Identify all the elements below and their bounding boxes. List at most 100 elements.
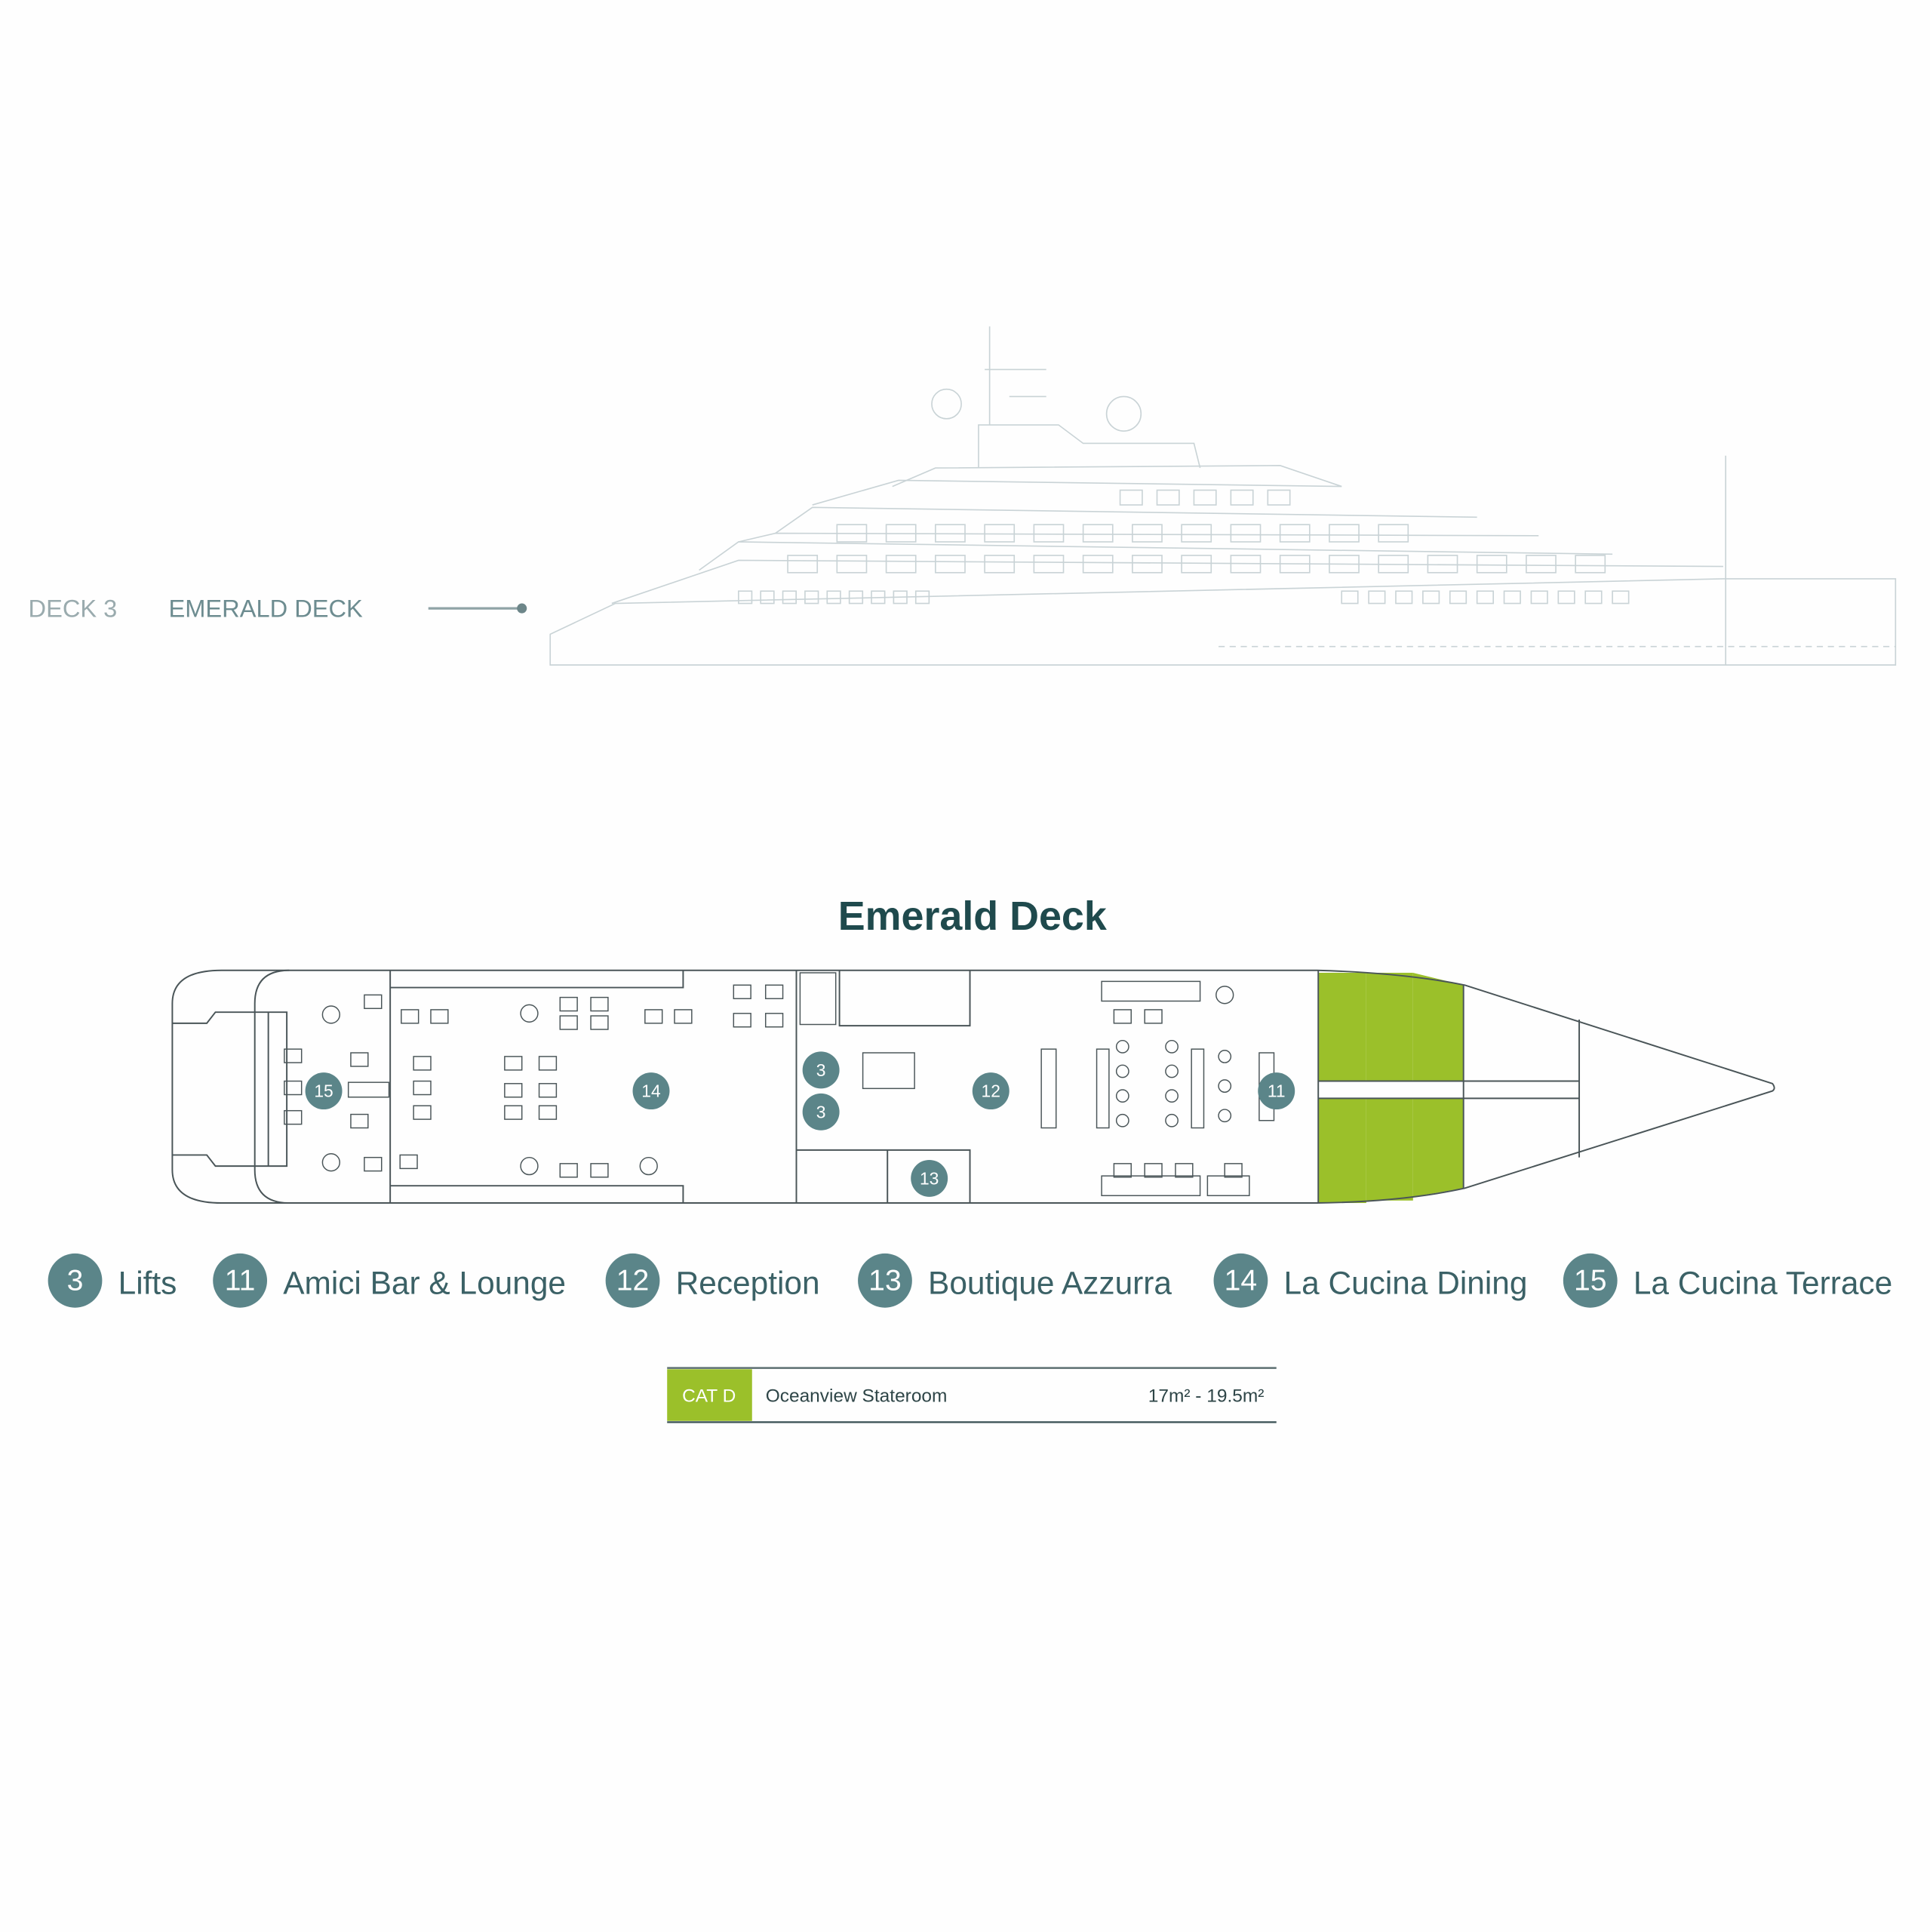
ship-window [1033, 555, 1065, 574]
ship-window [787, 555, 819, 574]
ship-window [885, 524, 917, 543]
seating [364, 1156, 383, 1172]
seating [538, 1056, 558, 1071]
seating [1224, 1163, 1243, 1178]
deck-name: EMERALD DECK [168, 595, 363, 623]
seating [401, 1009, 419, 1024]
lounge-chair [1218, 1050, 1232, 1063]
cabin[interactable] [1366, 972, 1413, 1081]
legend-number: 11 [225, 1264, 256, 1297]
seating [413, 1056, 432, 1071]
ship-window [1156, 489, 1180, 506]
seating [1113, 1163, 1132, 1178]
lounge-chair [1165, 1113, 1179, 1128]
ship-window [1181, 524, 1212, 543]
category-name: Oceanview Stateroom [766, 1386, 948, 1407]
marker-number: 13 [920, 1168, 939, 1188]
ship-window [1181, 555, 1212, 574]
ship-window [1329, 524, 1360, 543]
marker-number: 3 [816, 1060, 826, 1080]
ship-window [1575, 555, 1606, 574]
marker-number: 11 [1268, 1081, 1286, 1101]
seating [364, 994, 383, 1010]
deck-plan [171, 969, 1775, 1204]
lounge-chair [1165, 1039, 1179, 1054]
marker[interactable]: 15 [305, 1072, 343, 1110]
seating [430, 1009, 449, 1024]
seating [538, 1105, 558, 1120]
category-code: CAT D [682, 1386, 736, 1407]
ship-window [914, 590, 930, 605]
marker-number: 15 [314, 1081, 333, 1101]
ship-window [1279, 524, 1311, 543]
ship-window [1279, 555, 1311, 574]
cabin[interactable] [1412, 972, 1464, 1081]
cabin[interactable] [1366, 1098, 1413, 1201]
lounge-chair [1165, 1089, 1179, 1103]
seating [399, 1154, 418, 1170]
seating [674, 1009, 693, 1024]
legend-label: Reception [676, 1266, 820, 1301]
ship-window [738, 590, 753, 605]
ship-window [804, 590, 819, 605]
marker[interactable]: 3 [802, 1051, 840, 1089]
legend-item-amici-bar: 11 Amici Bar & Lounge [213, 1253, 566, 1308]
ship-window [1476, 590, 1495, 605]
legend-label: Boutique Azzurra [928, 1266, 1172, 1301]
seating [590, 996, 609, 1012]
cabins [1318, 972, 1464, 1204]
seating [284, 1080, 303, 1096]
seating [413, 1105, 432, 1120]
seating [1175, 1163, 1194, 1178]
ship-window [1503, 590, 1521, 605]
cabin[interactable] [1318, 1098, 1366, 1204]
seating [733, 984, 751, 999]
legend-label: La Cucina Terrace [1633, 1266, 1892, 1301]
seating [504, 1105, 523, 1120]
legend-label: Amici Bar & Lounge [283, 1266, 566, 1301]
ship-window [1329, 555, 1360, 574]
seating [733, 1013, 751, 1028]
deck-pointer-dot [517, 603, 527, 614]
ship-window [1082, 524, 1114, 543]
category-swatch [667, 1369, 752, 1421]
lounge-chair [1218, 1109, 1232, 1123]
marker[interactable]: 12 [972, 1072, 1010, 1110]
marker[interactable]: 11 [1258, 1072, 1295, 1110]
round-table [321, 1153, 340, 1172]
marker-number: 3 [816, 1102, 826, 1121]
ship-window [1033, 524, 1065, 543]
seating [284, 1048, 303, 1063]
plan-title: Emerald Deck [838, 894, 1107, 939]
marker[interactable]: 14 [632, 1072, 670, 1110]
cabin[interactable] [1318, 972, 1366, 1081]
seating [559, 996, 578, 1012]
ship-window [1267, 489, 1291, 506]
ship-window [1230, 555, 1262, 574]
round-table [520, 1004, 539, 1023]
category-size: 17m² - 19.5m² [1148, 1386, 1265, 1407]
lounge-chair [1115, 1089, 1129, 1103]
legend-label: Lifts [118, 1266, 177, 1301]
legend-label: La Cucina Dining [1284, 1266, 1528, 1301]
seating [284, 1109, 303, 1125]
marker[interactable]: 13 [911, 1159, 948, 1197]
marker[interactable]: 3 [802, 1093, 840, 1131]
seating [559, 1015, 578, 1030]
ship-window [871, 590, 886, 605]
lounge-chair [1115, 1039, 1129, 1054]
ship-side-elevation [549, 326, 1897, 666]
seating [350, 1052, 369, 1067]
seating [644, 1009, 663, 1024]
seating [504, 1056, 523, 1071]
seating [559, 1163, 578, 1178]
cabin[interactable] [1412, 1098, 1464, 1197]
deck-number: DECK 3 [29, 595, 118, 623]
round-table [639, 1156, 658, 1176]
lounge-chair [1165, 1064, 1179, 1078]
ship-window [1378, 524, 1409, 543]
ship-window [1612, 590, 1630, 605]
